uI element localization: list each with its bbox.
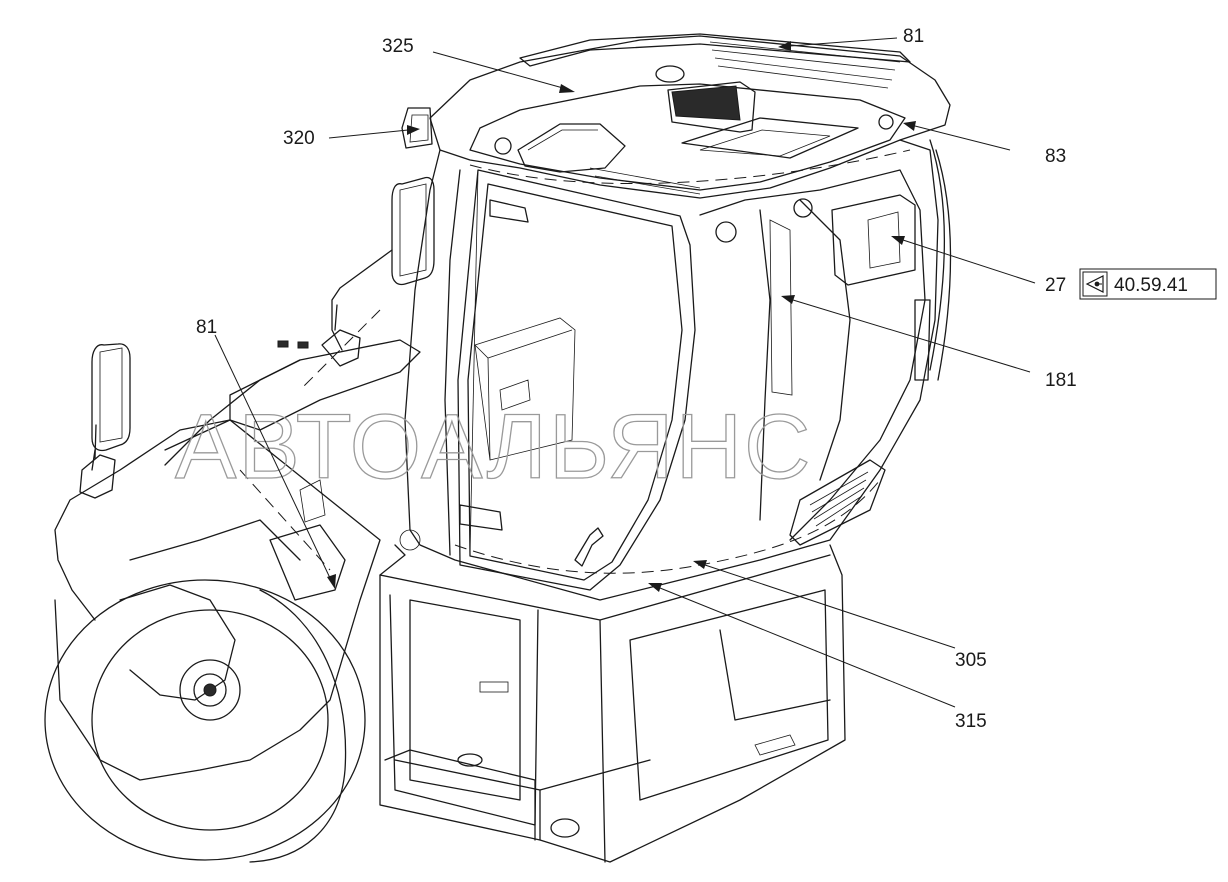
callout-81-top: 81: [903, 26, 924, 47]
callout-labels: 325 81 320 83 27 181 81 305 315: [196, 26, 1077, 732]
operator-console: [54, 304, 421, 621]
cab-body: [404, 139, 952, 601]
drum-assembly: [44, 309, 381, 863]
callout-181: 181: [1045, 370, 1077, 391]
leader-lines: [214, 37, 1036, 708]
callout-315: 315: [955, 711, 987, 732]
callout-81-left: 81: [196, 317, 217, 338]
watermark: АВТОАЛЬЯНС: [175, 396, 813, 498]
callout-320: 320: [283, 128, 315, 149]
callout-305: 305: [955, 650, 987, 671]
reference-link[interactable]: 40.59.41: [1079, 268, 1217, 300]
cab-roof: [401, 33, 951, 199]
callout-325: 325: [382, 36, 414, 57]
reference-label: 40.59.41: [1114, 275, 1188, 296]
cab-base-frame: [379, 529, 846, 863]
view-arrow-icon: [1085, 275, 1104, 293]
callout-83: 83: [1045, 146, 1066, 167]
callout-27: 27: [1045, 275, 1066, 296]
